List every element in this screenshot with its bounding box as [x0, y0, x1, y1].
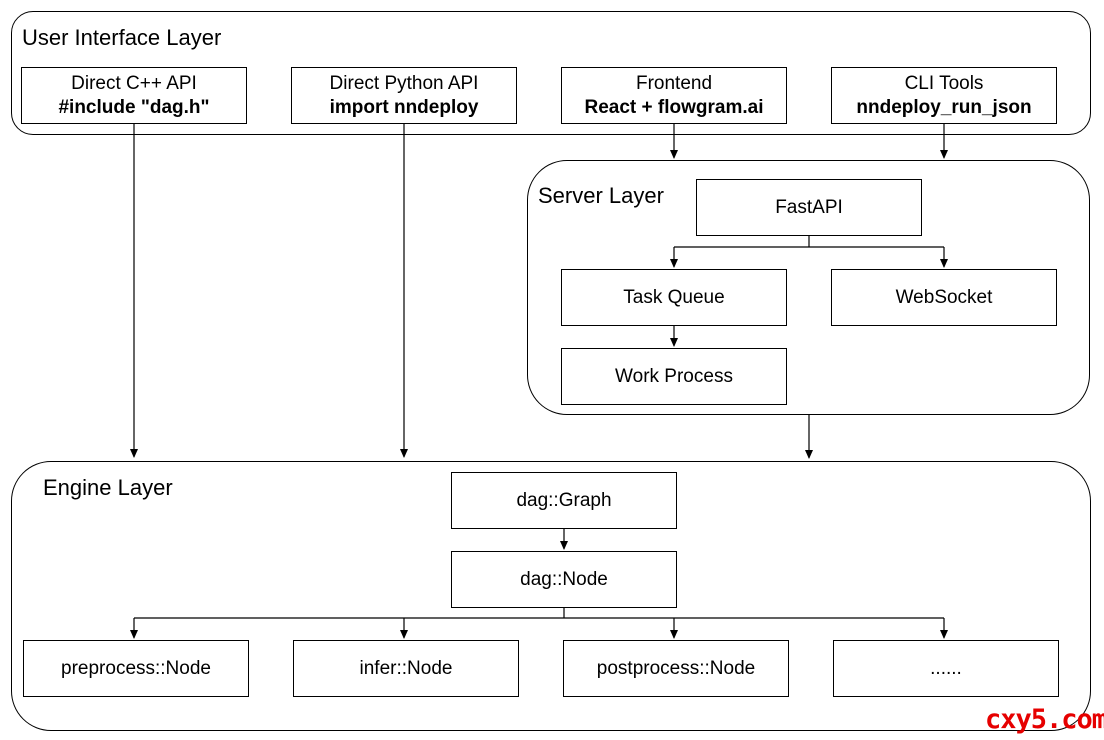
infer-node-box: infer::Node — [293, 640, 519, 697]
direct-python-api-detail: import nndeploy — [329, 96, 479, 118]
watermark: cxy5.com — [985, 704, 1104, 735]
more-nodes-box: ...... — [833, 640, 1059, 697]
frontend-detail: React + flowgram.ai — [584, 96, 764, 118]
dag-graph-box: dag::Graph — [451, 472, 677, 529]
direct-python-api-box: Direct Python API import nndeploy — [291, 67, 517, 124]
fastapi-box: FastAPI — [696, 179, 922, 236]
websocket-box: WebSocket — [831, 269, 1057, 326]
direct-cpp-api-label: Direct C++ API — [71, 72, 197, 94]
server-layer-title: Server Layer — [538, 183, 664, 208]
engine-layer — [11, 461, 1091, 731]
ui-layer-title: User Interface Layer — [22, 25, 222, 50]
server-layer — [527, 160, 1090, 415]
direct-cpp-api-box: Direct C++ API #include "dag.h" — [21, 67, 247, 124]
direct-cpp-api-detail: #include "dag.h" — [58, 96, 210, 118]
task-queue-box: Task Queue — [561, 269, 787, 326]
cli-tools-label: CLI Tools — [904, 72, 984, 94]
frontend-box: Frontend React + flowgram.ai — [561, 67, 787, 124]
cli-tools-box: CLI Tools nndeploy_run_json — [831, 67, 1057, 124]
cli-tools-detail: nndeploy_run_json — [856, 96, 1032, 118]
dag-node-box: dag::Node — [451, 551, 677, 608]
postprocess-node-box: postprocess::Node — [563, 640, 789, 697]
work-process-box: Work Process — [561, 348, 787, 405]
user-interface-layer — [11, 11, 1091, 135]
preprocess-node-box: preprocess::Node — [23, 640, 249, 697]
direct-python-api-label: Direct Python API — [329, 72, 479, 94]
engine-layer-title: Engine Layer — [43, 475, 173, 500]
frontend-label: Frontend — [635, 72, 713, 94]
